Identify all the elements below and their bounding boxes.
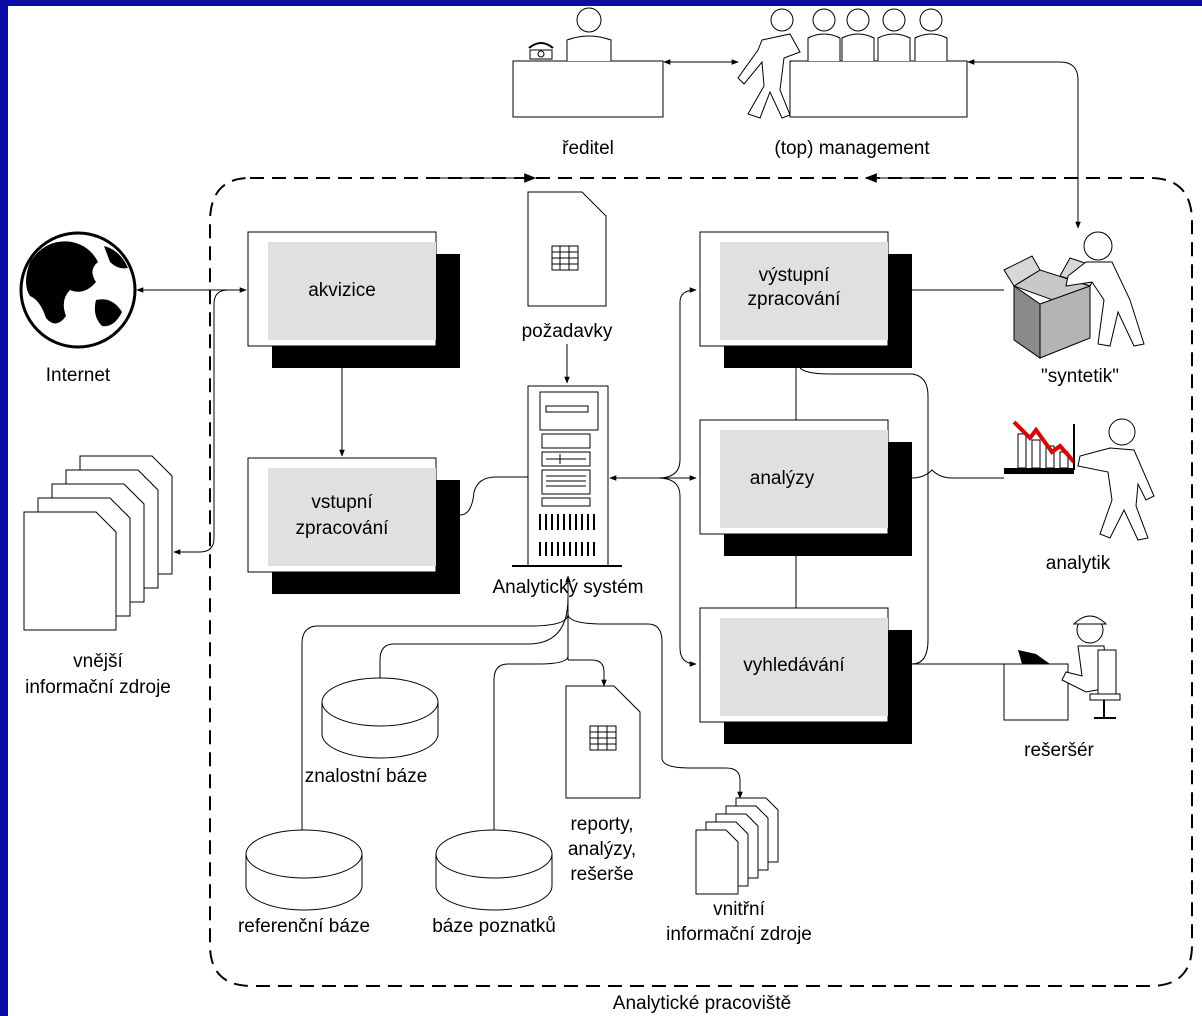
search-label: vyhledávání xyxy=(743,655,845,676)
system-knowledge-link xyxy=(377,597,569,713)
director-label: ředitel xyxy=(562,138,614,159)
reference-base-label: referenční báze xyxy=(238,916,370,937)
reference-base-icon xyxy=(245,829,363,911)
system-reports-link xyxy=(568,659,607,687)
input-processing-label-1: vstupní xyxy=(311,492,373,513)
findings-base-label: báze poznatků xyxy=(432,916,556,937)
input-processing-box[interactable]: vstupní zpracování xyxy=(247,457,460,594)
search-box[interactable]: vyhledávání xyxy=(699,607,912,744)
researcher-icon xyxy=(1003,615,1121,721)
system-reference-link xyxy=(299,613,569,863)
analyses-analyst-link xyxy=(911,469,1004,479)
output-processing-label-1: výstupní xyxy=(759,265,830,286)
server-icon xyxy=(512,385,622,567)
reports-label-1: reporty, xyxy=(570,814,633,835)
reports-document-icon xyxy=(565,685,641,799)
analytic-workplace-boundary xyxy=(209,173,1193,987)
reports-label-3: rešerše xyxy=(570,864,633,885)
declining-trend-icon xyxy=(1012,420,1076,464)
output-search-link xyxy=(799,367,929,665)
knowledge-base-label: znalostní báze xyxy=(305,766,428,787)
acquisition-box[interactable]: akvizice xyxy=(247,231,460,368)
reports-label-2: analýzy, xyxy=(568,839,636,860)
synthesizer-icon xyxy=(1003,231,1145,359)
requirements-label: požadavky xyxy=(522,321,613,342)
walking-person-icon xyxy=(737,8,801,119)
internet-label: Internet xyxy=(46,365,111,386)
external-sources-label-2: informační zdroje xyxy=(25,677,171,698)
management-synthesizer-link xyxy=(967,59,1081,229)
system-output-link xyxy=(657,287,697,479)
output-processing-box[interactable]: výstupní zpracování xyxy=(699,231,912,368)
boundary-label: Analytické pracoviště xyxy=(613,993,791,1014)
internal-documents-icon xyxy=(695,797,779,895)
input-system-link xyxy=(459,474,535,516)
management-label: (top) management xyxy=(774,138,930,159)
external-sources-link xyxy=(173,289,229,555)
external-sources-label-1: vnější xyxy=(73,651,123,672)
management-table xyxy=(737,8,968,119)
system-findings-link xyxy=(491,655,569,863)
analyses-box[interactable]: analýzy xyxy=(699,419,912,556)
researcher-label: rešeršér xyxy=(1024,740,1094,761)
analyst-icon xyxy=(1004,418,1155,541)
knowledge-base-icon xyxy=(321,677,439,759)
phone-icon xyxy=(528,42,554,60)
input-processing-label-2: zpracování xyxy=(296,518,390,539)
director-desk xyxy=(512,7,664,118)
internal-sources-label-1: vnitřní xyxy=(713,899,765,920)
acquisition-label: akvizice xyxy=(308,280,376,301)
requirements-document-icon xyxy=(527,191,607,307)
globe-icon xyxy=(19,231,137,349)
system-internal-sources-link xyxy=(567,613,743,799)
internal-sources-label-2: informační zdroje xyxy=(666,924,812,945)
analyst-label: analytik xyxy=(1046,553,1111,574)
findings-base-icon xyxy=(435,829,553,911)
analyses-label: analýzy xyxy=(750,468,815,489)
output-processing-label-2: zpracování xyxy=(748,289,842,310)
system-search-link xyxy=(657,477,697,667)
external-documents-icon xyxy=(23,455,173,631)
synthesizer-label: "syntetik" xyxy=(1041,366,1119,387)
